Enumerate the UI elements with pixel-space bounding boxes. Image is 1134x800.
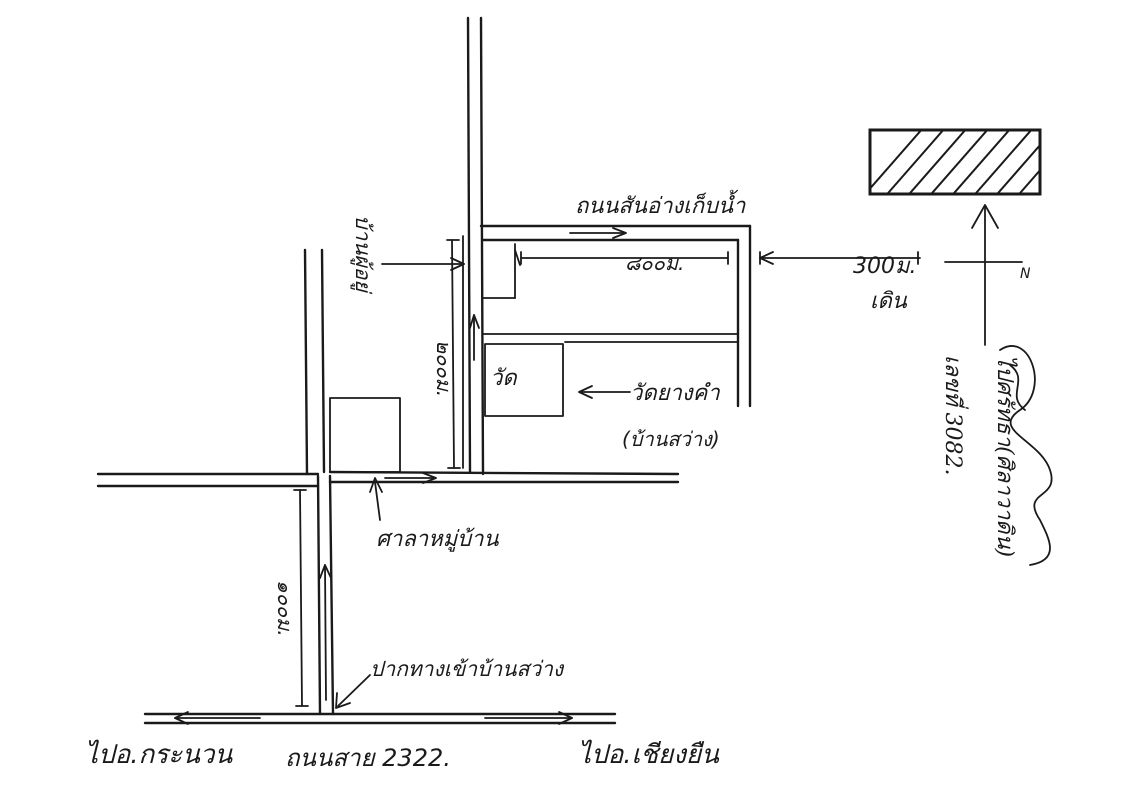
wat-building xyxy=(484,341,739,417)
right-direction-label: ไปอ.เชียงยืน xyxy=(578,739,720,770)
side-street xyxy=(303,248,326,476)
village-hall-label: ศาลาหมู่บ้าน xyxy=(376,527,499,552)
target-plot xyxy=(868,128,1042,196)
house-label: บ้านผู้อยู่ xyxy=(350,215,375,295)
reservoir-branch xyxy=(482,243,739,335)
wat-box-label: วัด xyxy=(490,366,518,391)
north-road xyxy=(446,16,485,476)
village-entrance-label: ปากทางเข้าบ้านสว่าง xyxy=(370,657,565,681)
north-mark: N xyxy=(1020,266,1031,282)
main-road-label: ถนนสาย 2322. xyxy=(285,744,451,772)
entry-road xyxy=(293,474,335,716)
house-arrow-head xyxy=(450,257,465,271)
reservoir-road xyxy=(479,224,752,408)
north-arrow-icon xyxy=(944,204,1023,346)
dist-100m-label: ๑๐๐ม. xyxy=(273,580,297,637)
wat-village-label: (บ้านสว่าง) xyxy=(622,427,720,451)
hall-pointer-head xyxy=(369,477,383,493)
reservoir-road-label: ถนนสันอ่างเก็บน้ำ xyxy=(575,189,746,219)
walk-label: เดิน xyxy=(870,289,908,314)
wat-name-label: วัดยางคำ xyxy=(630,381,720,406)
dim-300m xyxy=(759,251,921,265)
entrance-pointer xyxy=(337,674,371,707)
dist-300m-label: 300ม. xyxy=(853,254,917,279)
wat-arrow-head xyxy=(578,385,593,399)
signature-scribble xyxy=(999,345,1053,566)
dim-800m xyxy=(514,249,729,266)
owner-note: ไปศรัทธา(ศิลาวาดิน) xyxy=(992,355,1018,557)
hall-pointer xyxy=(374,481,381,521)
cross-road xyxy=(96,470,680,488)
dist-800m-label: ๘๐๐ม. xyxy=(625,251,684,275)
dist-200m-label: ๒๐๐ม. xyxy=(432,340,456,397)
entrance-pointer-head xyxy=(335,692,351,709)
main-road-2322 xyxy=(143,711,617,725)
village-hall-building xyxy=(329,397,401,473)
deed-number: เลขที่ 3082. xyxy=(940,355,969,476)
left-direction-label: ไปอ.กระนวน xyxy=(85,739,234,770)
